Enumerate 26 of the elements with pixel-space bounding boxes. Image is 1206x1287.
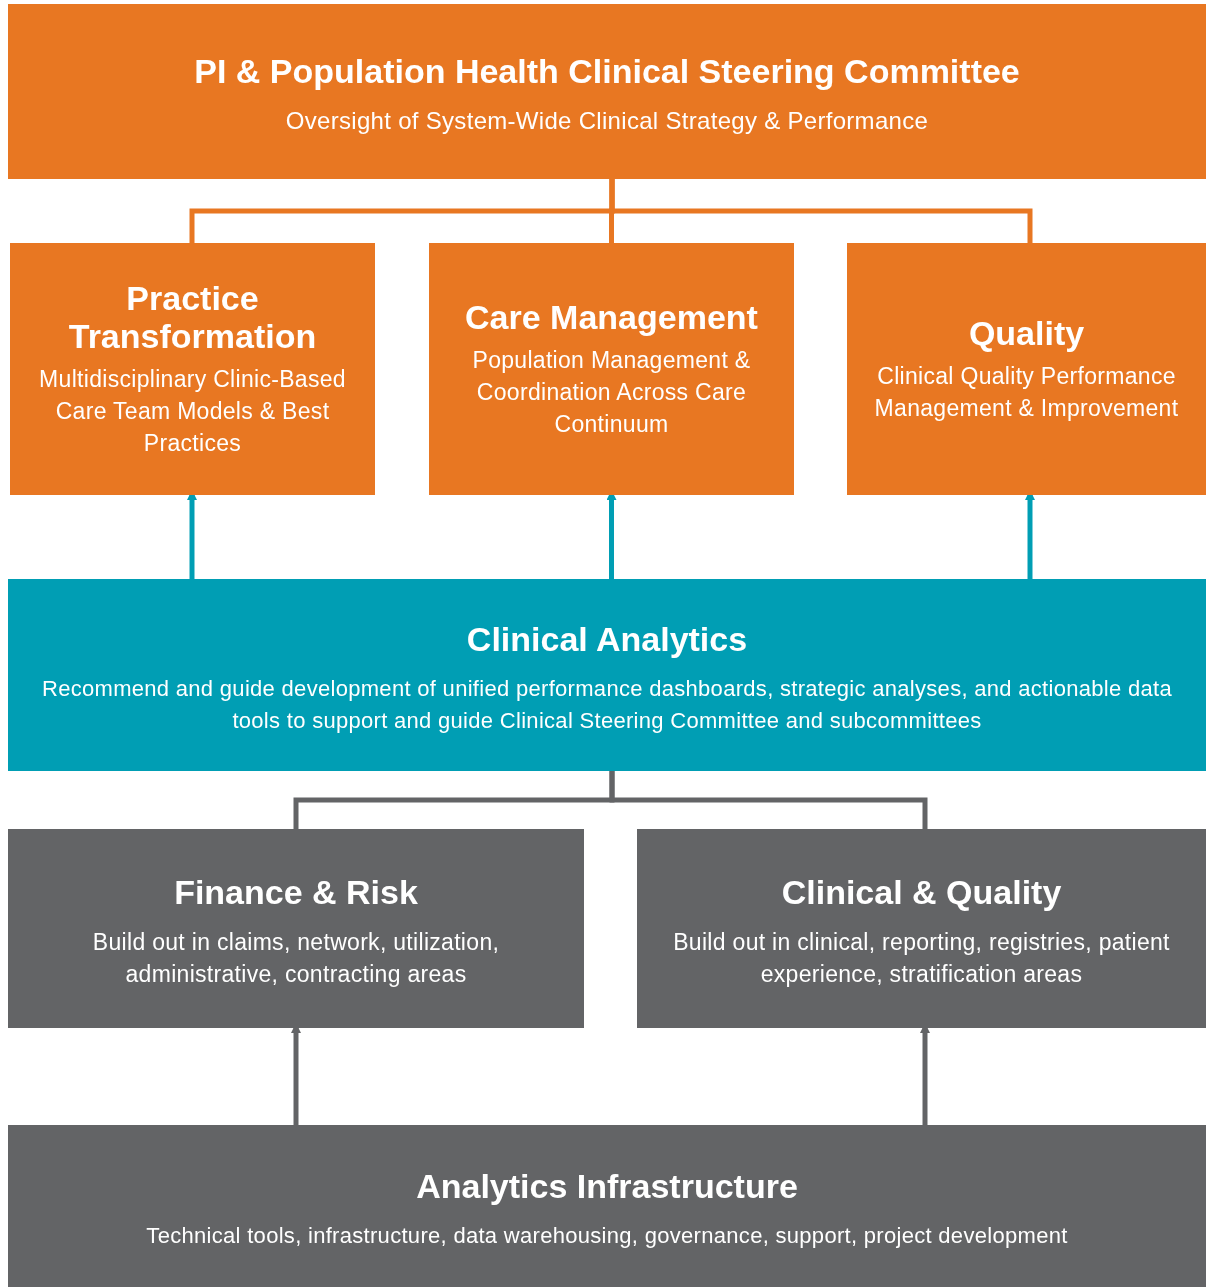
- box-title: Clinical & Quality: [781, 872, 1062, 913]
- box-description: Population Management & Coordination Across Care Continuum: [471, 346, 752, 439]
- box-description: Clinical Quality Performance Management & Improvement: [873, 362, 1180, 423]
- box-title: Analytics Infrastructure: [416, 1165, 798, 1207]
- committee-box: [637, 829, 1206, 1028]
- box-description: Oversight of System-Wide Clinical Strategy & Performance: [285, 106, 929, 136]
- box-title: Finance & Risk: [174, 872, 418, 913]
- box-title: Clinical Analytics: [466, 618, 748, 660]
- connector-line: [609, 771, 928, 829]
- box-description: Multidisciplinary Clinic-Based Care Team Models & Best Practices: [38, 365, 347, 458]
- box-description: Technical tools, infrastructure, data warehousing, governance, support, project development: [146, 1221, 1068, 1250]
- committee-box: [10, 243, 375, 495]
- box-description: Recommend and guide development of unified performance dashboards, strategic analyses, and actionable data tools to support and guide Clinical Steering Committee and subcommittees: [40, 674, 1174, 735]
- committee-box: [847, 243, 1206, 495]
- box-title: Care Management: [465, 298, 758, 336]
- box-title: Quality: [968, 314, 1085, 352]
- box-description: Build out in claims, network, utilization, administrative, contracting areas: [91, 928, 501, 989]
- connector-line: [609, 179, 1033, 243]
- committee-box: [8, 829, 584, 1028]
- box-description: Build out in clinical, reporting, registries, patient experience, stratification areas: [672, 928, 1171, 989]
- box-title: Practice Transformation: [67, 279, 318, 355]
- box-title: PI & Population Health Clinical Steering Committee: [194, 51, 1020, 92]
- committee-box: [8, 4, 1206, 179]
- committee-box: [8, 1125, 1206, 1287]
- committee-box: [8, 579, 1206, 771]
- committee-box: [429, 243, 794, 495]
